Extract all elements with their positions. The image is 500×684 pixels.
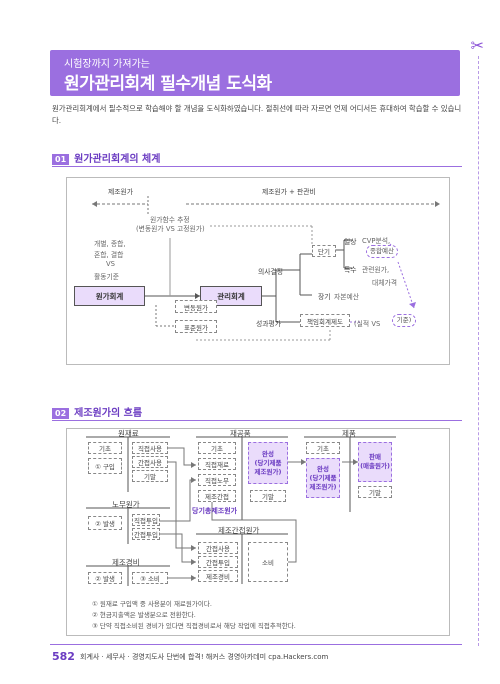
moh-consume: 소비 [248, 542, 288, 582]
page-number: 582 [52, 650, 75, 663]
raw-begin: 기초 [88, 442, 122, 454]
label-relevant-cost: 관련원가, [362, 266, 390, 274]
current-mfg-cost: 당기총제조원가 [192, 507, 238, 515]
exp-incur: ② 발생 [88, 572, 122, 584]
note-3: ③ 단약 직접소비된 경비가 있다면 직접경비로서 해당 작업에 직접추적한다. [92, 622, 296, 630]
section1-number: 01 [52, 154, 70, 165]
section2-heading: 02 제조원가의 흐름 [52, 404, 143, 419]
label-mfg-cost: 제조원가 [108, 188, 134, 196]
box-master-budget: 종합예산 [366, 245, 398, 258]
label-long-term: 장기 [318, 293, 331, 301]
labor-direct: 직접투입 [132, 514, 160, 526]
labor-indirect: 간접투입 [132, 528, 160, 540]
moh-indirect-in: 간접투입 [198, 556, 238, 568]
moh-header: 제조간접원가 [218, 526, 260, 535]
left-note-2: 혼합, 결합 [94, 251, 124, 259]
fg-begin: 기초 [306, 442, 340, 454]
page-title: 원가관리회계 필수개념 도식화 [64, 74, 272, 94]
note-1: ① 원재료 구입액 중 사용분이 재료원가이다. [92, 600, 212, 608]
box-variable-cost: 변동원가 [175, 300, 217, 313]
fg-header: 제품 [342, 429, 356, 438]
labor-header: 노무원가 [112, 500, 140, 509]
note-2: ② 현금지출액은 발생분으로 전환한다. [92, 611, 196, 619]
label-capital-budget: 자본예산 [334, 293, 360, 301]
left-note-3: VS [106, 260, 115, 268]
label-routine: 일상 [344, 238, 357, 246]
exp-consume: ③ 소비 [132, 572, 168, 584]
wip-direct-material: 직접재료 [198, 458, 236, 470]
section2-title: 제조원가의 흐름 [74, 408, 143, 419]
wip-direct-labor: 직접노무 [198, 474, 236, 486]
label-special: 특수 [344, 266, 357, 274]
wip-overhead: 제조간접 [198, 490, 236, 502]
raw-direct: 직접사용 [132, 442, 168, 454]
footer-text: 회계사 · 세무사 · 경영지도사 단번에 합격! 해커스 경영아카데미 cpa… [80, 653, 329, 661]
left-note-4: 활동기준 [94, 273, 120, 281]
section1-rule [52, 166, 462, 167]
header-subtitle: 시험장까지 가져가는 [64, 59, 150, 70]
moh-indirect-use: 간접사용 [198, 542, 238, 554]
header-banner: 시험장까지 가져가는 원가관리회계 필수개념 도식화 [50, 50, 460, 96]
fg-end: 기말 [358, 486, 392, 498]
scissors-icon: ✂ [470, 36, 484, 55]
label-decision: 의사결정 [258, 268, 284, 276]
label-transfer-price: 대체가격 [372, 279, 398, 287]
section2-number: 02 [52, 408, 70, 419]
section1-title: 원가관리회계의 체계 [74, 154, 161, 165]
wip-complete: 완성 (당기제품 제조원가) [248, 442, 288, 484]
raw-buy: ① 구입 [88, 458, 122, 474]
box-standard: 기준) [392, 314, 416, 327]
wip-end: 기말 [250, 490, 286, 502]
box-short-term: 단기 [312, 245, 336, 257]
raw-header: 원재료 [118, 429, 139, 438]
label-cost-function: 원가함수 추정 [150, 216, 190, 224]
wip-header: 재공품 [230, 429, 251, 438]
raw-end: 기말 [132, 470, 168, 482]
fg-sale: 판매 (매출원가) [358, 442, 392, 482]
left-note-1: 개별, 종합, [94, 240, 126, 248]
section2-rule [52, 420, 462, 421]
box-standard-cost: 표준원가 [175, 320, 217, 333]
box-cost-accounting: 원가회계 [74, 286, 145, 306]
label-cvp: CVP분석, [362, 237, 391, 245]
wip-begin: 기초 [198, 442, 236, 454]
cut-line [478, 56, 479, 646]
section2-diagram [66, 428, 450, 636]
exp-header: 제조경비 [112, 558, 140, 567]
fg-complete: 완성 (당기제품 제조원가) [306, 458, 340, 498]
intro-text: 원가관리회계에서 필수적으로 학습해야 할 개념을 도식화하였습니다. 절취선에… [52, 104, 462, 125]
label-actual-vs: (실적 VS [354, 320, 381, 328]
box-responsibility: 책임회계제도 [300, 314, 350, 327]
footer-rule [50, 644, 462, 645]
section1-diagram [66, 177, 450, 365]
labor-incur: ② 발생 [88, 516, 122, 530]
moh-expense: 제조경비 [198, 570, 238, 582]
label-mfg-plus-sga: 제조원가 + 판관비 [262, 188, 316, 196]
section1-heading: 01 원가관리회계의 체계 [52, 150, 161, 165]
label-var-vs-fixed: (변동원가 VS 고정원가) [136, 225, 205, 233]
raw-indirect: 간접사용 [132, 456, 168, 468]
label-performance: 성과평가 [256, 320, 282, 328]
